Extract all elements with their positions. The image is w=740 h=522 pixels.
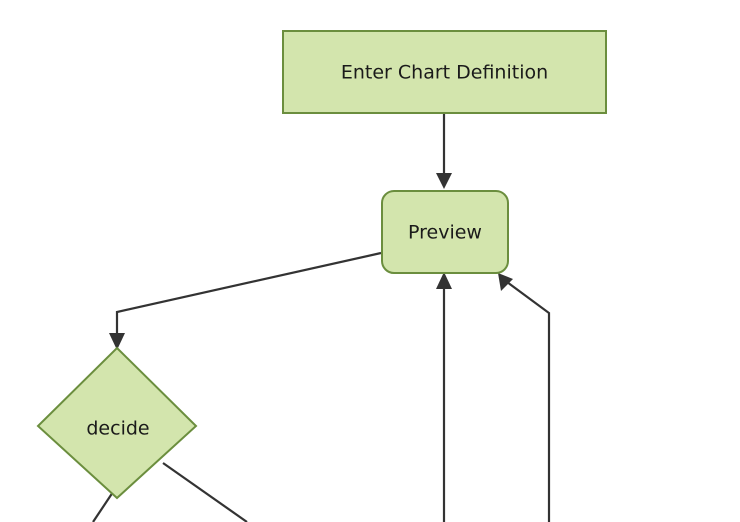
node-preview-shape (381, 190, 509, 274)
edge-decide-to-bottom-left-line (92, 491, 114, 522)
edge-decide-to-bottom-right-line (162, 462, 248, 522)
node-layer: Enter Chart Definition Preview decide (36, 30, 607, 500)
edge-preview-to-decide[interactable] (109, 251, 382, 350)
edge-return-right-line (502, 278, 551, 522)
node-decide-shape (36, 346, 198, 500)
node-preview[interactable]: Preview (381, 190, 509, 274)
edge-enter-to-preview-arrowhead (436, 173, 452, 189)
edge-return-center-to-preview[interactable] (436, 272, 452, 522)
node-decide[interactable]: decide (36, 346, 198, 500)
edge-return-right-arrowhead (498, 273, 513, 291)
edge-decide-to-bottom-left[interactable] (92, 491, 114, 522)
edge-preview-to-decide-arrowhead (109, 333, 125, 350)
edge-decide-to-bottom-right[interactable] (162, 462, 248, 522)
edge-enter-to-preview[interactable] (436, 113, 452, 189)
edge-return-center-arrowhead (436, 272, 452, 289)
edge-preview-to-decide-line (115, 251, 382, 342)
node-enter-chart-definition[interactable]: Enter Chart Definition (282, 30, 607, 114)
node-enter-chart-definition-shape (282, 30, 607, 114)
edge-return-right-to-preview[interactable] (498, 273, 551, 522)
edge-layer (92, 113, 551, 522)
